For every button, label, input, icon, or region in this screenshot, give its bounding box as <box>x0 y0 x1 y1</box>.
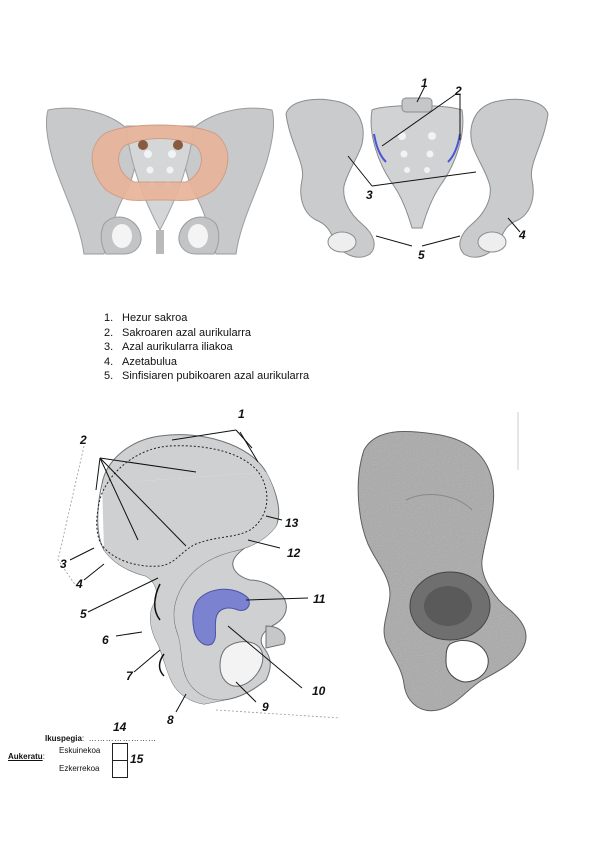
legend-item: 2.Sakroaren azal aurikularra <box>104 326 252 339</box>
view-line: Ikuspegia: …………………… <box>45 728 157 746</box>
left-hip-bone-shape <box>285 98 375 258</box>
legend-item: 5.Sinfisiaren pubikoaren azal aurikularr… <box>104 370 310 383</box>
top-label-3: 3 <box>366 188 373 202</box>
bottom-label-8: 8 <box>167 713 174 727</box>
bottom-label-9: 9 <box>262 700 269 714</box>
top-label-1: 1 <box>421 76 428 90</box>
choose-separator: : <box>42 752 45 761</box>
bottom-label-5: 5 <box>80 607 87 621</box>
option-eskuinekoa-checkbox[interactable] <box>112 743 128 761</box>
choose-label: Aukeratu <box>8 752 43 761</box>
acetabulum-highlight <box>192 588 250 646</box>
option-eskuinekoa-label: Eskuinekoa <box>59 746 101 755</box>
bottom-label-13: 13 <box>285 516 299 530</box>
option-ezkerrekoa-checkbox[interactable] <box>112 760 128 778</box>
sacroiliac-ring-highlight <box>91 124 229 202</box>
view-separator: : <box>81 734 85 743</box>
hip-bone-medial-figure <box>57 429 341 719</box>
view-label: Ikuspegia <box>45 734 82 743</box>
auricular-surface-outline <box>96 445 268 567</box>
view-number: 14 <box>113 720 127 734</box>
bottom-label-12: 12 <box>287 546 301 560</box>
view-dots[interactable]: …………………… <box>88 734 157 743</box>
right-hip-bone-shape <box>459 98 549 258</box>
bottom-label-3: 3 <box>60 557 67 571</box>
hip-bone-shape <box>101 434 287 701</box>
bottom-label-1: 1 <box>238 407 245 421</box>
top-label-5: 5 <box>418 248 425 262</box>
bottom-label-7: 7 <box>126 669 133 683</box>
legend-item: 1.Hezur sakroa <box>104 312 188 324</box>
legend-list: 1.Hezur sakroa 2.Sakroaren azal aurikula… <box>104 311 309 384</box>
bottom-label-6: 6 <box>102 633 109 647</box>
pelvis-front-view-figure <box>45 107 275 255</box>
bottom-label-11: 11 <box>313 592 326 606</box>
hip-bone-photo-figure <box>357 412 527 712</box>
top-label-2: 2 <box>455 84 462 98</box>
choose-line: Aukeratu: <box>8 746 45 764</box>
legend-item: 4.Azetabulua <box>104 355 178 368</box>
sacrum-center-shape <box>370 105 464 229</box>
bottom-label-4: 4 <box>76 577 83 591</box>
bottom-label-10: 10 <box>312 684 326 698</box>
pelvis-exploded-figure <box>285 85 549 258</box>
bottom-label-2: 2 <box>80 433 87 447</box>
choose-number: 15 <box>130 752 144 766</box>
sacrum-shape <box>125 125 195 232</box>
legend-item: 3.Azal aurikularra iliakoa <box>104 341 233 354</box>
option-ezkerrekoa-label: Ezkerrekoa <box>59 764 100 773</box>
top-label-4: 4 <box>519 228 526 242</box>
